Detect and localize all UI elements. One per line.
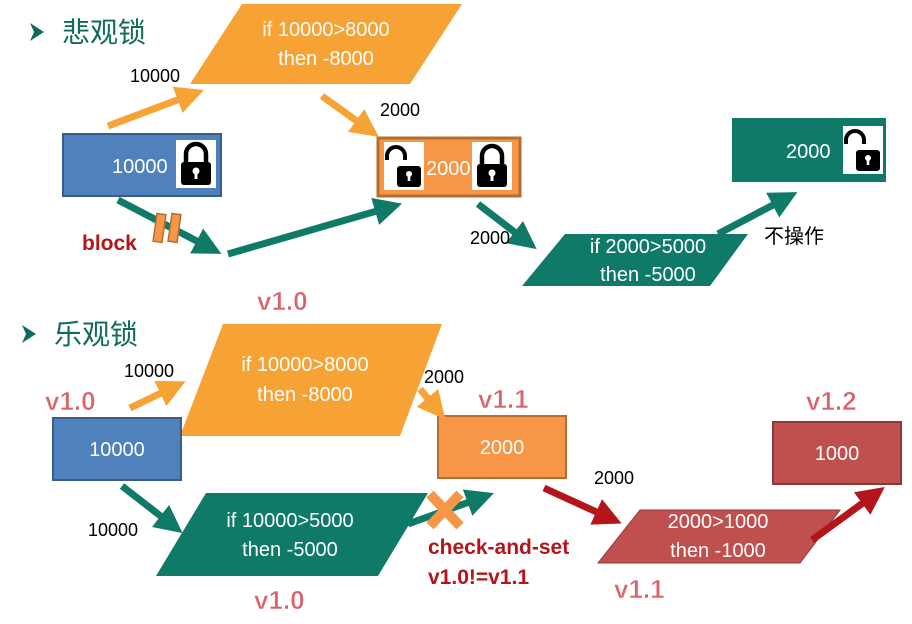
decision-1-line2: then -8000 [278,48,374,70]
arrow-box-to-decision1 [106,86,204,130]
version-bottom-decision: v1.0 [254,585,305,615]
arrow-decision3-to-final [809,487,885,543]
version-middle: v1.1 [478,384,529,414]
version-final: v1.2 [806,386,857,416]
decision-2-line1: if 10000>5000 [226,510,353,532]
decision-2-line2: then -5000 [600,264,696,286]
decision-parallelogram-2 [522,234,748,286]
decision-parallelogram-3 [596,509,842,564]
cas-label-line2: v1.0!=v1.1 [428,566,529,589]
decision-parallelogram-1 [190,4,462,84]
x-mark-icon [426,490,464,530]
version-pessimistic: v1.0 [257,286,308,316]
optimistic-section: 乐观锁 if 10000>8000 then -8000 10000 2000 … [22,318,902,615]
no-op-label: 不操作 [764,224,824,248]
label-optimistic-bottom-in: 10000 [88,520,138,540]
pessimistic-section: 悲观锁 if 10000>8000 then -8000 10000 2000 … [30,4,886,316]
label-optimistic-top-out: 2000 [424,367,464,387]
value-box-initial-text: 10000 [112,156,168,178]
decision-1-line1: if 10000>8000 [241,354,368,376]
value-box-initial [52,417,182,481]
label-pessimistic-to-decision2: 2000 [470,228,510,248]
label-pessimistic-in: 10000 [130,66,180,86]
label-pessimistic-out: 2000 [380,100,420,120]
pause-icon [152,212,182,244]
decision-2-line1: if 2000>5000 [590,236,706,258]
value-box-final-text: 1000 [815,443,860,465]
decision-3-line2: then -1000 [670,540,766,562]
decision-parallelogram-1 [180,324,442,436]
arrow-middle-to-decision3 [542,484,622,525]
arrow-block-to-middle [227,197,403,258]
value-box-middle-text: 2000 [480,437,525,459]
unlock-icon [382,140,426,192]
lock-icon [176,140,216,188]
arrow-middle-to-decision2 [475,201,537,250]
value-box-final-text: 2000 [786,141,831,163]
value-box-middle-text: 2000 [426,158,471,180]
section-title-optimistic: 乐观锁 [54,318,138,351]
value-box-initial-text: 10000 [89,439,145,461]
value-box-final [772,421,902,485]
arrow-box-to-decision1 [128,380,186,412]
section-title-pessimistic: 悲观锁 [62,16,146,49]
arrow-decision1-to-middle [416,386,446,420]
unlock-icon [841,124,885,176]
decision-2-line2: then -5000 [242,539,338,561]
arrow-decision1-to-middle [319,93,379,137]
arrow-decision2-to-final [716,192,798,238]
decision-3-line1: 2000>1000 [668,511,769,533]
cas-label-line1: check-and-set [428,536,569,559]
label-optimistic-to-decision3: 2000 [594,468,634,488]
bullet-arrow-icon [30,23,44,41]
lock-icon [472,142,512,190]
decision-parallelogram-2 [156,493,428,576]
decision-1-line1: if 10000>8000 [262,19,389,41]
value-box-middle [437,415,567,479]
label-optimistic-top-in: 10000 [124,361,174,381]
decision-1-line2: then -8000 [257,384,353,406]
arrow-box-to-decision2 [119,483,183,534]
arrow-block-down [116,196,222,254]
version-decision3: v1.1 [614,574,665,604]
block-label: block [82,232,137,255]
bullet-arrow-icon [22,325,36,343]
version-initial: v1.0 [45,386,96,416]
